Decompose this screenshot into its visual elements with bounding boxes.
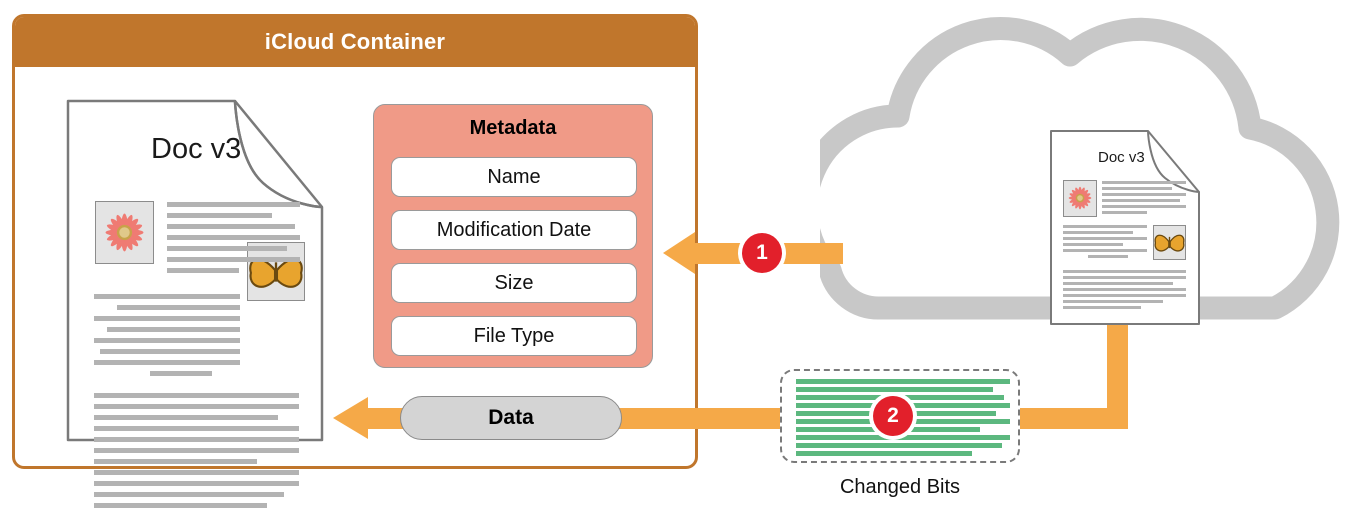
cloud-document-title: Doc v3 bbox=[1098, 149, 1145, 166]
doc-text-line bbox=[1063, 282, 1173, 285]
metadata-field-label: Size bbox=[494, 271, 534, 294]
doc-text-line bbox=[107, 327, 240, 332]
metadata-panel: Metadata Name Modification Date Size Fil… bbox=[373, 104, 653, 368]
doc-text-line bbox=[167, 213, 272, 218]
doc-text-line bbox=[94, 459, 257, 464]
local-document-title: Doc v3 bbox=[151, 133, 242, 165]
butterfly-image bbox=[1153, 225, 1186, 260]
doc-text-line bbox=[1088, 255, 1128, 258]
doc-text-line bbox=[94, 294, 240, 299]
metadata-field-size: Size bbox=[391, 263, 637, 303]
flower-image bbox=[1063, 180, 1097, 217]
doc-text-line bbox=[1063, 231, 1133, 234]
doc-text-line bbox=[94, 448, 299, 453]
step-badge-number: 2 bbox=[887, 404, 899, 427]
doc-text-line bbox=[117, 305, 240, 310]
changed-bit-line bbox=[796, 387, 993, 392]
doc-text-line bbox=[1063, 288, 1186, 291]
doc-text-line bbox=[1063, 237, 1147, 240]
metadata-field-label: Modification Date bbox=[436, 218, 592, 241]
metadata-title: Metadata bbox=[469, 117, 557, 139]
arrow-left-icon bbox=[333, 397, 368, 439]
changed-bit-line bbox=[796, 435, 1010, 440]
step-badge-1: 1 bbox=[742, 233, 782, 273]
changed-bits-label: Changed Bits bbox=[839, 476, 961, 498]
metadata-field-modification-date: Modification Date bbox=[391, 210, 637, 250]
doc-text-line bbox=[1063, 300, 1163, 303]
doc-text-line bbox=[1102, 193, 1186, 196]
doc-text-line bbox=[94, 360, 240, 365]
metadata-field-label: Name bbox=[487, 165, 541, 188]
doc-text-line bbox=[1063, 294, 1186, 297]
doc-text-line bbox=[1102, 187, 1172, 190]
flower-image bbox=[95, 201, 154, 264]
icloud-container-title-bar: iCloud Container bbox=[15, 17, 695, 67]
doc-text-line bbox=[1063, 276, 1186, 279]
doc-text-line bbox=[1102, 181, 1186, 184]
doc-text-line bbox=[1063, 249, 1147, 252]
butterfly-image bbox=[247, 242, 305, 301]
metadata-field-name: Name bbox=[391, 157, 637, 197]
cloud-to-bits-connector bbox=[1107, 300, 1128, 420]
changed-bit-line bbox=[796, 451, 972, 456]
doc-text-line bbox=[94, 481, 299, 486]
local-document: Doc v3 bbox=[66, 99, 324, 508]
doc-text-line bbox=[94, 404, 299, 409]
doc-text-line bbox=[94, 470, 299, 475]
doc-text-line bbox=[167, 235, 300, 240]
doc-text-line bbox=[94, 492, 284, 497]
metadata-field-file-type: File Type bbox=[391, 316, 637, 356]
changed-bit-line bbox=[796, 443, 1002, 448]
doc-text-line bbox=[150, 371, 212, 376]
doc-text-line bbox=[94, 426, 299, 431]
doc-text-line bbox=[167, 202, 300, 207]
step-badge-2: 2 bbox=[873, 396, 913, 436]
step-badge-number: 1 bbox=[756, 241, 768, 264]
doc-text-line bbox=[1063, 243, 1123, 246]
doc-text-line bbox=[94, 503, 267, 508]
doc-text-line bbox=[167, 268, 239, 273]
doc-text-line bbox=[1063, 270, 1186, 273]
doc-text-line bbox=[94, 437, 299, 442]
doc-text-line bbox=[94, 316, 240, 321]
doc-text-line bbox=[1102, 199, 1180, 202]
doc-text-line bbox=[167, 224, 295, 229]
metadata-field-label: File Type bbox=[473, 324, 555, 347]
doc-text-line bbox=[94, 338, 240, 343]
doc-text-line bbox=[1063, 306, 1141, 309]
doc-text-line bbox=[1063, 225, 1147, 228]
data-pill: Data bbox=[400, 396, 622, 440]
doc-text-line bbox=[1102, 205, 1186, 208]
doc-text-line bbox=[167, 246, 287, 251]
page-title: iCloud Container bbox=[264, 29, 446, 54]
cloud-icon bbox=[794, 8, 1353, 363]
doc-text-line bbox=[94, 393, 299, 398]
arrow-left-icon bbox=[663, 232, 695, 274]
doc-text-line bbox=[167, 257, 300, 262]
cloud-document: Doc v3 bbox=[1050, 130, 1200, 325]
doc-text-line bbox=[1102, 211, 1147, 214]
changed-bit-line bbox=[796, 379, 1010, 384]
doc-text-line bbox=[94, 415, 278, 420]
data-pill-label: Data bbox=[488, 406, 534, 429]
doc-text-line bbox=[100, 349, 240, 354]
